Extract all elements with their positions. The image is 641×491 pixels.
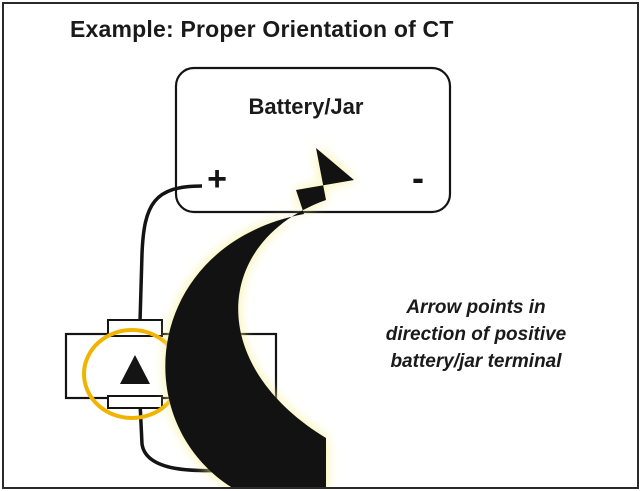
caption-line: battery/jar terminal — [390, 351, 562, 372]
cable-to-positive-terminal — [138, 184, 203, 323]
ct-bottom-clamp — [107, 395, 163, 409]
caption-line: Arrow points in — [406, 297, 546, 318]
caption-line: direction of positive — [385, 324, 567, 345]
curved-arrow-icon — [165, 148, 354, 487]
positive-terminal-symbol: + — [207, 160, 227, 198]
battery-jar-label: Battery/Jar — [249, 94, 364, 119]
ct-orientation-diagram: Battery/Jar + - CT — [64, 66, 452, 487]
triangle-up-icon — [120, 355, 150, 384]
battery-jar-box — [174, 66, 452, 214]
caption: Arrow points in direction of positive ba… — [342, 294, 610, 375]
figure-title: Example: Proper Orientation of CT — [70, 16, 454, 42]
negative-terminal-symbol: - — [412, 157, 424, 198]
